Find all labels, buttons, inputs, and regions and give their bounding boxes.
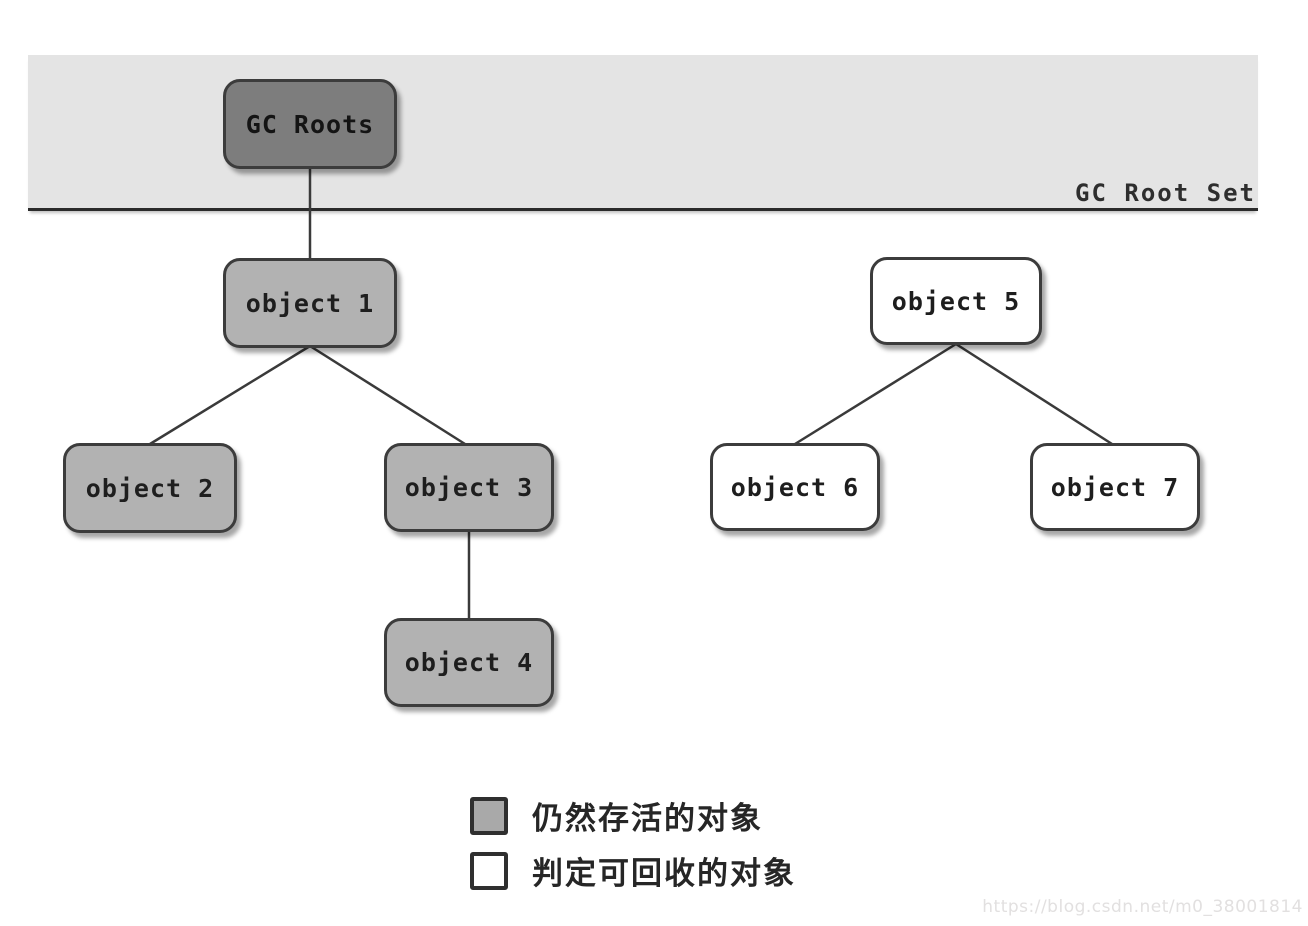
gc-root-set-label: GC Root Set: [1075, 179, 1256, 207]
node-object-5: object 5: [870, 257, 1042, 345]
legend-swatch-collectible: [470, 851, 508, 890]
edge-object1-object2: [149, 344, 311, 446]
legend-swatch-alive: [470, 796, 508, 835]
legend-label-collectible: 判定可回收的对象: [532, 856, 796, 892]
watermark-url: https://blog.csdn.net/m0_38001814: [982, 897, 1303, 917]
node-object-2: object 2: [63, 443, 237, 533]
node-gc-roots: GC Roots: [223, 79, 397, 169]
edge-object1-object3: [309, 344, 466, 446]
edge-object5-object6: [794, 342, 957, 446]
node-object-3: object 3: [384, 443, 554, 532]
legend: 仍然存活的对象 判定可回收的对象: [470, 793, 796, 893]
legend-label-alive: 仍然存活的对象: [532, 801, 763, 837]
node-object-4: object 4: [384, 618, 554, 707]
legend-row-collectible: 判定可回收的对象: [470, 848, 796, 893]
legend-row-alive: 仍然存活的对象: [470, 793, 796, 838]
node-object-7: object 7: [1030, 443, 1200, 531]
node-object-1: object 1: [223, 258, 397, 348]
gc-root-set-region: GC Root Set: [28, 55, 1258, 211]
edge-object5-object7: [955, 342, 1113, 446]
node-object-6: object 6: [710, 443, 880, 531]
